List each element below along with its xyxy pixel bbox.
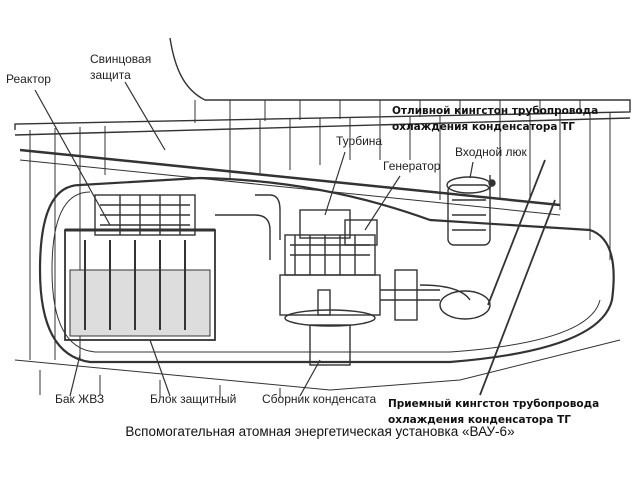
label-hatch: Входной люк [455,145,527,159]
label-lead-shield-2: защита [90,68,131,82]
hull-outline [14,37,631,130]
reactor-block [64,194,216,341]
lead-shield-line [19,148,561,207]
label-lead-shield-1: Свинцовая [90,52,152,66]
pressure-hull [38,176,615,364]
entry-hatch [446,175,496,246]
label-tank: Бак ЖВЗ [55,392,105,406]
label-outlet-kingston-1: Отливной кингстон трубопровода [392,105,599,117]
label-reactor: Реактор [6,72,51,86]
label-condensate: Сборник конденсата [262,392,377,406]
turbine-generator [279,209,491,321]
condensate-collector [284,289,376,366]
label-generator: Генератор [383,159,441,173]
label-shield-block: Блок защитный [150,392,237,406]
caption: Вспомогательная атомная энергетическая у… [125,424,515,439]
label-inlet-kingston-1: Приемный кингстон трубопровода [388,398,600,410]
hull-frames [14,100,621,398]
label-turbine: Турбина [336,134,383,148]
leader-lines [34,81,556,397]
label-outlet-kingston-2: охлаждения конденсатора ТГ [392,121,575,133]
label-inlet-kingston-2: охлаждения конденсатора ТГ [388,414,571,426]
upper-deck-line [14,117,631,136]
steam-pipe [215,194,281,260]
